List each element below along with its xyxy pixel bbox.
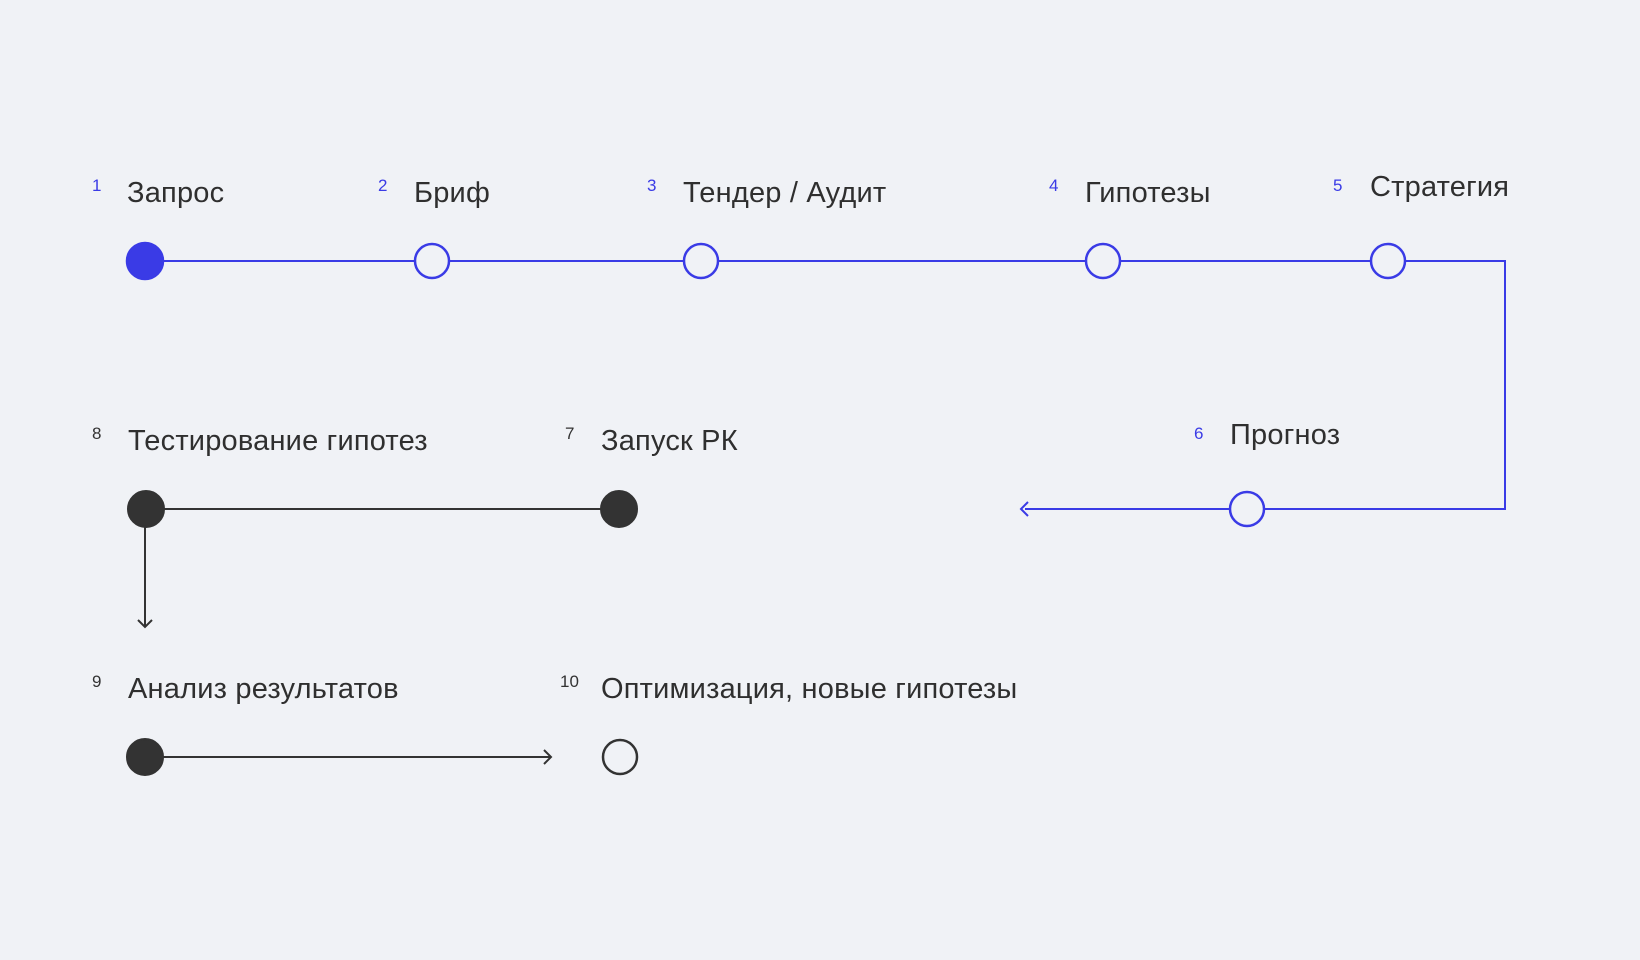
arrow-right-icon bbox=[543, 749, 553, 765]
step-6-number: 6 bbox=[1194, 424, 1204, 443]
step-4-number: 4 bbox=[1049, 176, 1059, 195]
step-5-marker bbox=[1369, 242, 1407, 280]
step-3-marker bbox=[682, 242, 720, 280]
step-7-number: 7 bbox=[565, 424, 575, 443]
step-9-marker bbox=[126, 738, 164, 776]
step-1-marker bbox=[125, 241, 165, 281]
step-3-number: 3 bbox=[647, 176, 657, 195]
step-8-marker bbox=[127, 490, 165, 528]
arrow-down-icon bbox=[137, 619, 153, 629]
step-2-label: Бриф bbox=[414, 177, 491, 209]
step-2-marker bbox=[413, 242, 451, 280]
step-8-number: 8 bbox=[92, 424, 102, 443]
arrow-left-icon bbox=[1019, 501, 1029, 517]
step-9-number: 9 bbox=[92, 672, 102, 691]
connector-steps-1-to-6 bbox=[145, 260, 1506, 510]
step-1-label: Запрос bbox=[127, 177, 225, 209]
step-6-marker bbox=[1228, 490, 1266, 528]
step-5-label: Стратегия bbox=[1370, 171, 1510, 203]
step-5-number: 5 bbox=[1333, 176, 1343, 195]
step-1-number: 1 bbox=[92, 176, 102, 195]
step-8-label: Тестирование гипотез bbox=[128, 425, 428, 457]
step-10-number: 10 bbox=[560, 672, 579, 691]
step-4-label: Гипотезы bbox=[1085, 177, 1211, 209]
step-10-marker bbox=[601, 738, 639, 776]
step-7-marker bbox=[600, 490, 638, 528]
step-6-label: Прогноз bbox=[1230, 419, 1341, 451]
step-2-number: 2 bbox=[378, 176, 388, 195]
step-3-label: Тендер / Аудит bbox=[683, 177, 887, 209]
step-4-marker bbox=[1084, 242, 1122, 280]
step-7-label: Запуск РК bbox=[601, 425, 738, 457]
step-9-label: Анализ результатов bbox=[128, 673, 399, 705]
step-10-label: Оптимизация, новые гипотезы bbox=[601, 673, 1018, 705]
